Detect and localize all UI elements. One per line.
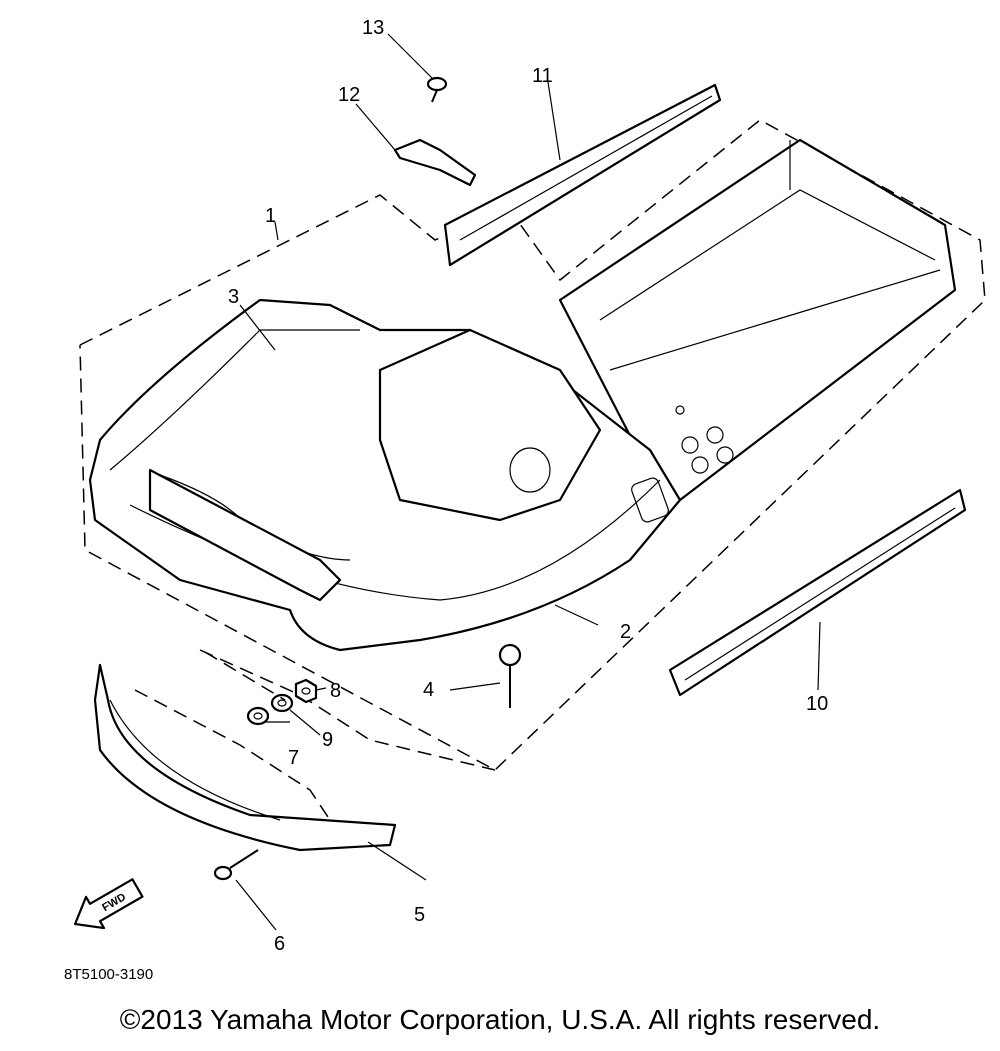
parts-diagram: 13 12 11 1 3 2 4 8 9 7 10 5 6 FWD 8T5100…	[64, 17, 986, 983]
callout-7: 7	[288, 747, 299, 769]
upper-strip-part-11	[443, 83, 722, 267]
callout-4: 4	[423, 679, 434, 701]
pin-part-4	[498, 643, 522, 708]
callout-3: 3	[228, 286, 239, 308]
side-strip-part-10	[668, 488, 967, 697]
washer-part-9	[270, 693, 294, 713]
nut-part-8	[294, 678, 318, 704]
callout-10: 10	[806, 693, 828, 715]
callout-13: 13	[362, 17, 384, 39]
callout-5: 5	[414, 904, 425, 926]
bumper-part-5	[93, 663, 397, 852]
callout-1: 1	[265, 205, 276, 227]
frame-body	[88, 138, 957, 652]
nut-part-7	[246, 706, 270, 726]
callout-8: 8	[330, 680, 341, 702]
callout-9: 9	[322, 729, 333, 751]
callout-12: 12	[338, 84, 360, 106]
callout-2: 2	[620, 621, 631, 643]
leader-lines	[235, 33, 821, 931]
screw-part-6	[213, 849, 259, 881]
assembly-outline	[79, 119, 986, 771]
callout-6: 6	[274, 933, 285, 955]
screw-part-13	[426, 76, 448, 103]
callout-11: 11	[532, 65, 553, 87]
drawing-code: 8T5100-3190	[64, 966, 153, 983]
bracket-part-12	[393, 138, 477, 187]
copyright-notice: ©2013 Yamaha Motor Corporation, U.S.A. A…	[119, 1004, 881, 1035]
fwd-arrow-icon: FWD	[73, 878, 144, 930]
